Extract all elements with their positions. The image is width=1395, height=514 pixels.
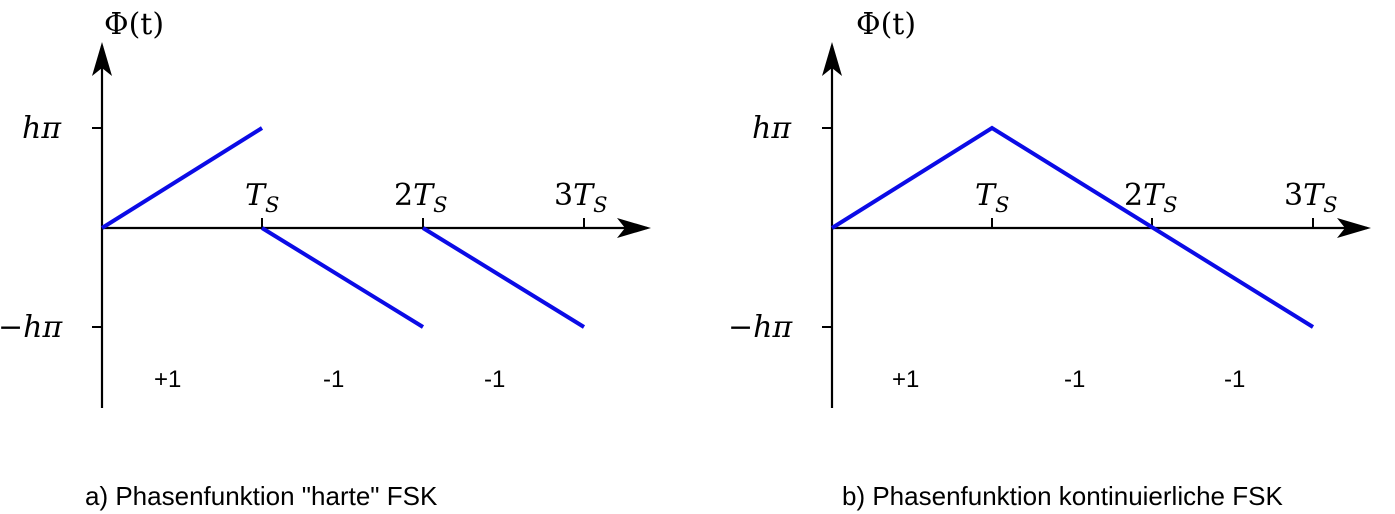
x-tick-label-3-b: 3TS [1284,178,1338,217]
segment-a-2 [260,226,425,329]
segment-a-3 [421,226,586,329]
y-tick-label-neg-b: −hπ [728,310,793,345]
curve-a [100,126,586,329]
curve-b [830,125,1315,329]
caption-b: b) Phasenfunktion kontinuierliche FSK [842,481,1283,511]
panel-b: Φ(t) hπ −hπ TS 2TS 3TS +1 -1 -1 [728,7,1371,408]
symbol-a-2: -1 [323,366,344,393]
symbol-a-3: -1 [484,366,505,393]
y-tick-label-neg-a: −hπ [0,310,63,345]
panel-a: Φ(t) hπ −hπ TS 2TS 3TS +1 -1 -1 [0,7,651,408]
caption-a: a) Phasenfunktion "harte" FSK [85,481,438,511]
x-tick-label-2-b: 2TS [1124,178,1178,217]
symbol-b-2: -1 [1064,366,1085,393]
x-tick-label-2-a: 2TS [394,178,448,217]
y-tick-label-pos-b: hπ [752,111,792,146]
y-axis-label-b: Φ(t) [856,7,916,42]
x-tick-label-1-a: TS [245,178,279,217]
x-tick-label-1-b: TS [975,178,1009,217]
y-tick-label-pos-a: hπ [22,111,62,146]
symbol-b-1: +1 [892,366,919,393]
x-tick-label-3-a: 3TS [554,178,608,217]
symbol-b-3: -1 [1224,366,1245,393]
segment-a-1 [100,126,264,230]
y-axis-label-a: Φ(t) [104,7,164,42]
symbol-a-1: +1 [154,366,181,393]
